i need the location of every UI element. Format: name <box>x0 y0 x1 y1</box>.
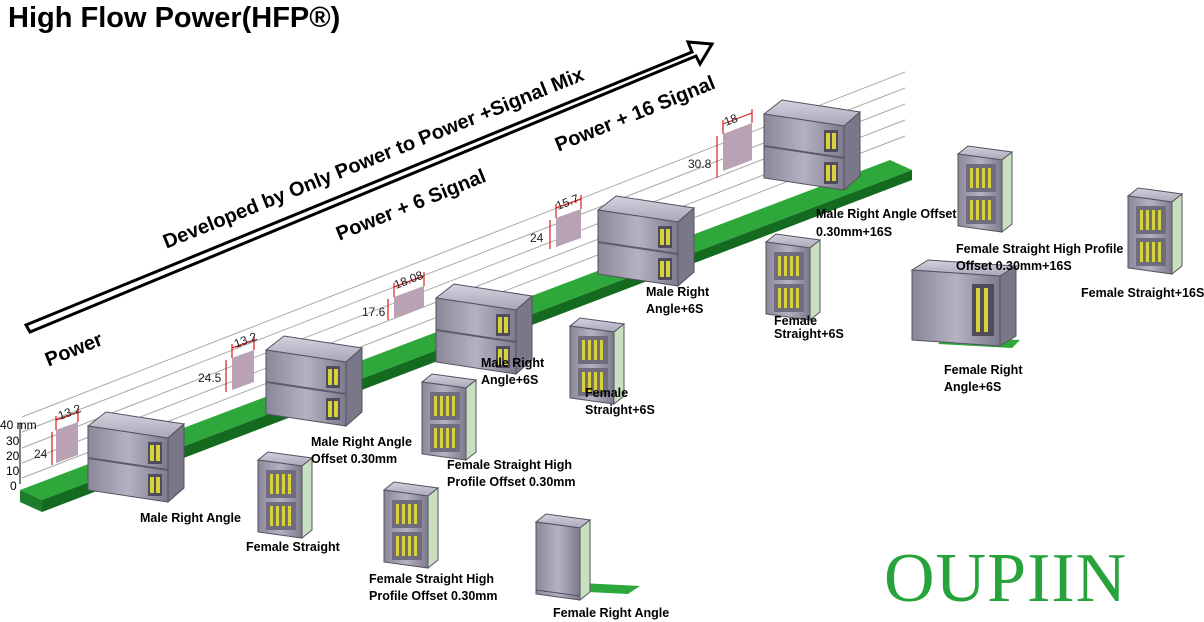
connector-female-straight-high-b <box>383 481 439 569</box>
dimension-lines <box>51 109 753 465</box>
dim-height: 24 <box>34 447 48 461</box>
label-male-ra6-a-line2: Angle+6S <box>481 373 539 387</box>
dim-width: 13.2 <box>56 401 83 423</box>
dim-width: 15.7 <box>554 191 581 213</box>
dim-width: 13.2 <box>232 329 259 351</box>
scale-tick: 20 <box>6 449 20 463</box>
label-female-right-angle: Female Right Angle <box>553 606 670 620</box>
connector-female-right-angle-6s <box>910 259 1020 348</box>
connector-female-right-angle <box>535 513 640 601</box>
dim-height: 24.5 <box>198 371 222 385</box>
connector-male-right-angle-16s <box>763 99 861 191</box>
progress-arrow-icon <box>23 40 715 334</box>
connector-female-straight-6s-b <box>765 233 821 321</box>
brand-logo: OUPIIN <box>884 540 1128 617</box>
scale-ticks: 40 mm 30 20 10 0 <box>0 418 37 493</box>
label-fs16: Female Straight+16S <box>1081 286 1204 300</box>
label-fshp-a-line2: Profile Offset 0.30mm <box>447 475 576 489</box>
label-fra6-line1: Female Right <box>944 363 1023 377</box>
label-fshp-b-line2: Profile Offset 0.30mm <box>369 589 498 603</box>
dim-width: 18 <box>722 111 740 129</box>
label-male-ra16-line1: Male Right Angle Offset <box>816 207 957 221</box>
dim-height: 17.6 <box>362 305 386 319</box>
label-fshp-b-line1: Female Straight High <box>369 572 495 586</box>
label-male-ra-offset-line2: Offset 0.30mm <box>311 452 398 466</box>
label-fshp16-line1: Female Straight High Profile <box>956 242 1124 256</box>
label-fs6-a-line1: Female <box>585 386 629 400</box>
connector-female-straight-high-16s <box>957 145 1013 233</box>
label-male-ra6-a-line1: Male Right <box>481 356 545 370</box>
label-fs6-a-line2: Straight+6S <box>585 403 655 417</box>
scale-tick: 0 <box>10 479 17 493</box>
label-fs6-b-line1: Female <box>774 314 818 328</box>
label-fshp16-line2: Offset 0.30mm+16S <box>956 259 1072 273</box>
dimension-box-icon <box>56 123 752 463</box>
label-male-ra6-b-line2: Angle+6S <box>646 302 704 316</box>
connector-female-straight-16s <box>1127 187 1183 275</box>
label-fs6-b-line2: Straight+6S <box>774 327 844 341</box>
scale-tick: 10 <box>6 464 20 478</box>
label-fshp-a-line1: Female Straight High <box>447 458 573 472</box>
connector-female-straight-high-a <box>421 373 477 461</box>
page-title: High Flow Power(HFP®) <box>8 2 341 34</box>
connector-male-right-angle-offset <box>265 335 363 427</box>
dim-height: 24 <box>530 231 544 245</box>
scale-tick: 40 mm <box>0 418 37 432</box>
scale-tick: 30 <box>6 434 20 448</box>
connector-male-right-angle-6s-b <box>597 195 695 287</box>
connector-male-right-angle <box>87 411 185 503</box>
label-fra6-line2: Angle+6S <box>944 380 1002 394</box>
label-male-ra-offset-line1: Male Right Angle <box>311 435 412 449</box>
connector-female-straight <box>257 451 313 539</box>
label-male-ra6-b-line1: Male Right <box>646 285 710 299</box>
dim-height: 30.8 <box>688 157 712 171</box>
label-female-straight: Female Straight <box>246 540 340 554</box>
label-male-ra16-line2: 0.30mm+16S <box>816 225 893 239</box>
label-male-right-angle: Male Right Angle <box>140 511 241 525</box>
